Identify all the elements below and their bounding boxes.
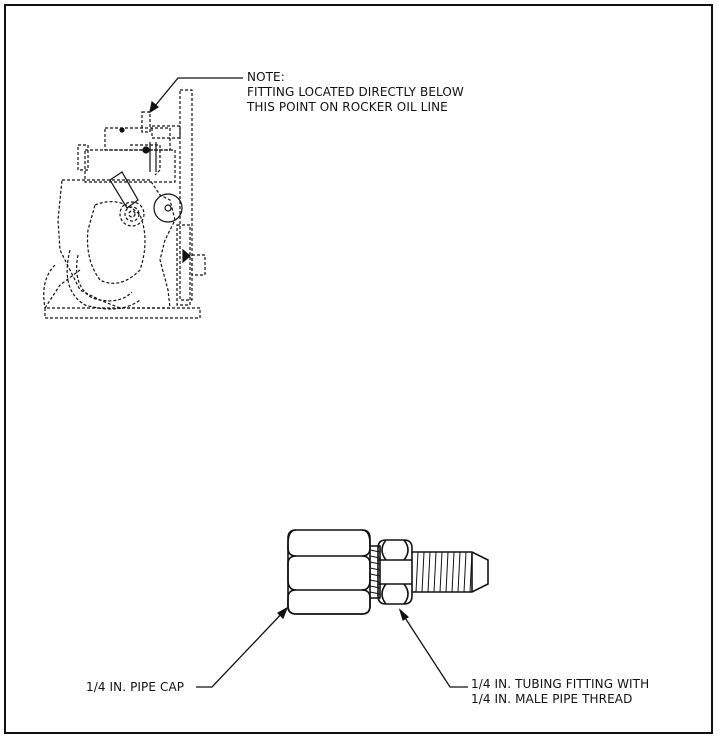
neck-outline (370, 545, 381, 599)
pipe-cap-label: 1/4 IN. PIPE CAP (86, 680, 185, 694)
tubing-fitting-callout: 1/4 IN. TUBING FITTING WITH 1/4 IN. MALE… (471, 677, 649, 707)
top-fitting (141, 111, 151, 133)
gear-inner (124, 206, 140, 222)
side-bolt (182, 248, 191, 264)
side-oil-line (130, 144, 161, 176)
gear (119, 201, 145, 227)
fitting-dot (142, 146, 150, 154)
tubing-label-line-2: 1/4 IN. MALE PIPE THREAD (471, 692, 633, 706)
top-fitting-nut (151, 125, 181, 139)
oil-line-riser (149, 142, 157, 172)
nut-outline (377, 539, 413, 605)
tubing-leader (399, 609, 468, 688)
pipe-cap-flat-mid (287, 555, 371, 591)
lower-tube (176, 224, 191, 306)
pipe-cap-flat-bottom (287, 589, 371, 615)
fitting-assembly (287, 529, 489, 615)
crank-housing (43, 264, 56, 309)
gear-center (128, 210, 136, 218)
lower-tube-cap (191, 254, 206, 276)
tubing-label-line-1: 1/4 IN. TUBING FITTING WITH (471, 677, 650, 691)
neck-threads (369, 549, 381, 595)
thread-outline (412, 551, 489, 593)
note-line-2: THIS POINT ON ROCKER OIL LINE (247, 100, 448, 114)
engine-head (84, 149, 176, 183)
engine-base (44, 307, 201, 319)
note-line-1: FITTING LOCATED DIRECTLY BELOW (247, 85, 464, 99)
male-pipe-thread (412, 551, 489, 593)
pulley-hub (164, 204, 172, 212)
engine-solid-details (109, 127, 191, 264)
lever (109, 171, 139, 209)
drawing-frame (4, 4, 713, 734)
thread-lines (415, 551, 473, 593)
filter-housing (86, 201, 146, 284)
note-title: NOTE: (247, 70, 285, 84)
pipe-cap-arrow (277, 606, 289, 620)
pipe-cap-hex (287, 529, 371, 615)
rocker-oil-pipe (179, 89, 193, 301)
nut-face-curves (381, 539, 409, 605)
engine-base-rear (44, 269, 81, 309)
pulley (153, 193, 183, 223)
engine-head-top (104, 127, 171, 151)
tubing-fitting-nut (377, 539, 413, 605)
engine-block (57, 179, 176, 309)
pipe-cap-flat-top (287, 529, 371, 557)
sump-curve (66, 249, 141, 310)
engine-sketch (43, 89, 206, 319)
sump-inner (76, 254, 133, 302)
note-leader-arrow (149, 100, 160, 114)
pipe-cap (287, 529, 371, 615)
tubing-arrow (398, 608, 410, 621)
pipe-cap-leader (196, 607, 288, 688)
cap-thread-neck (369, 545, 381, 599)
left-bracket (77, 144, 89, 171)
note-callout: NOTE: FITTING LOCATED DIRECTLY BELOW THI… (247, 70, 464, 115)
bolt-dot (119, 127, 125, 133)
note-leader-line (149, 77, 243, 113)
